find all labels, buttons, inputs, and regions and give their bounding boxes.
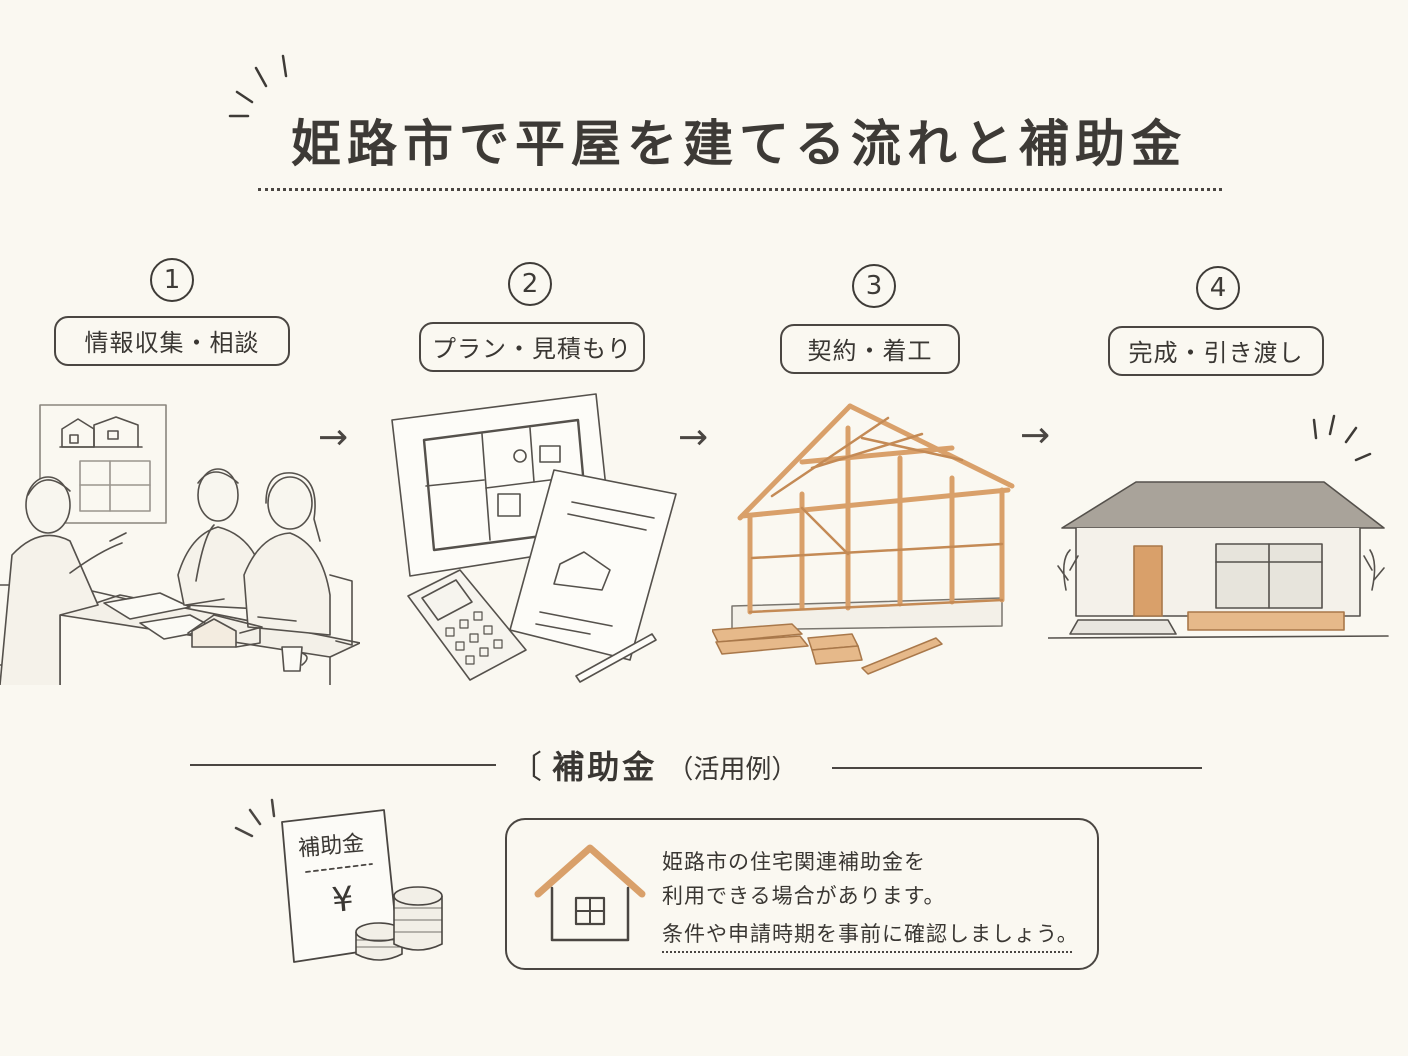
step-3-label: 契約・着工 [780, 324, 960, 374]
step-4-number: 4 [1196, 266, 1240, 310]
step-1-label: 情報収集・相談 [54, 316, 290, 366]
subsidy-document-label: 補助金 [297, 831, 366, 862]
step-3-number: 3 [852, 264, 896, 308]
subsidy-info-line-1: 姫路市の住宅関連補助金を [662, 850, 926, 874]
subsidy-info-underline [662, 951, 1072, 953]
arrow-step-2-3: → [678, 417, 709, 458]
page-title: 姫路市で平屋を建てる流れと補助金 [291, 115, 1187, 173]
subsidy-info-line-2: 利用できる場合があります。 [662, 884, 946, 908]
subsidy-heading: 〔 補助金 （活用例） [510, 742, 797, 788]
finished-house-illustration [1048, 414, 1389, 639]
coin-stack-icon [355, 886, 443, 961]
arrow-step-3-4: → [1020, 415, 1051, 456]
subsidy-info-line-3: 条件や申請時期を事前に確認しましょう。 [662, 922, 1079, 946]
consultation-illustration [0, 404, 360, 685]
step-1-number: 1 [150, 258, 194, 302]
subsidy-rule-right [832, 767, 1202, 769]
subsidy-heading-bracket: 〔 [510, 748, 543, 786]
title-underline [258, 188, 1222, 191]
step-2-label: プラン・見積もり [419, 322, 645, 372]
timber-frame-illustration [712, 403, 1015, 675]
step-4-label: 完成・引き渡し [1108, 326, 1324, 376]
subsidy-heading-text: 補助金 [552, 748, 658, 786]
floor-plan-illustration [391, 393, 677, 683]
subsidy-rule-left [190, 764, 496, 766]
subsidy-info-box [505, 818, 1099, 970]
house-icon [534, 844, 646, 942]
step-2-number: 2 [508, 262, 552, 306]
subsidy-heading-note: （活用例） [667, 755, 798, 785]
arrow-step-1-2: → [318, 417, 349, 458]
